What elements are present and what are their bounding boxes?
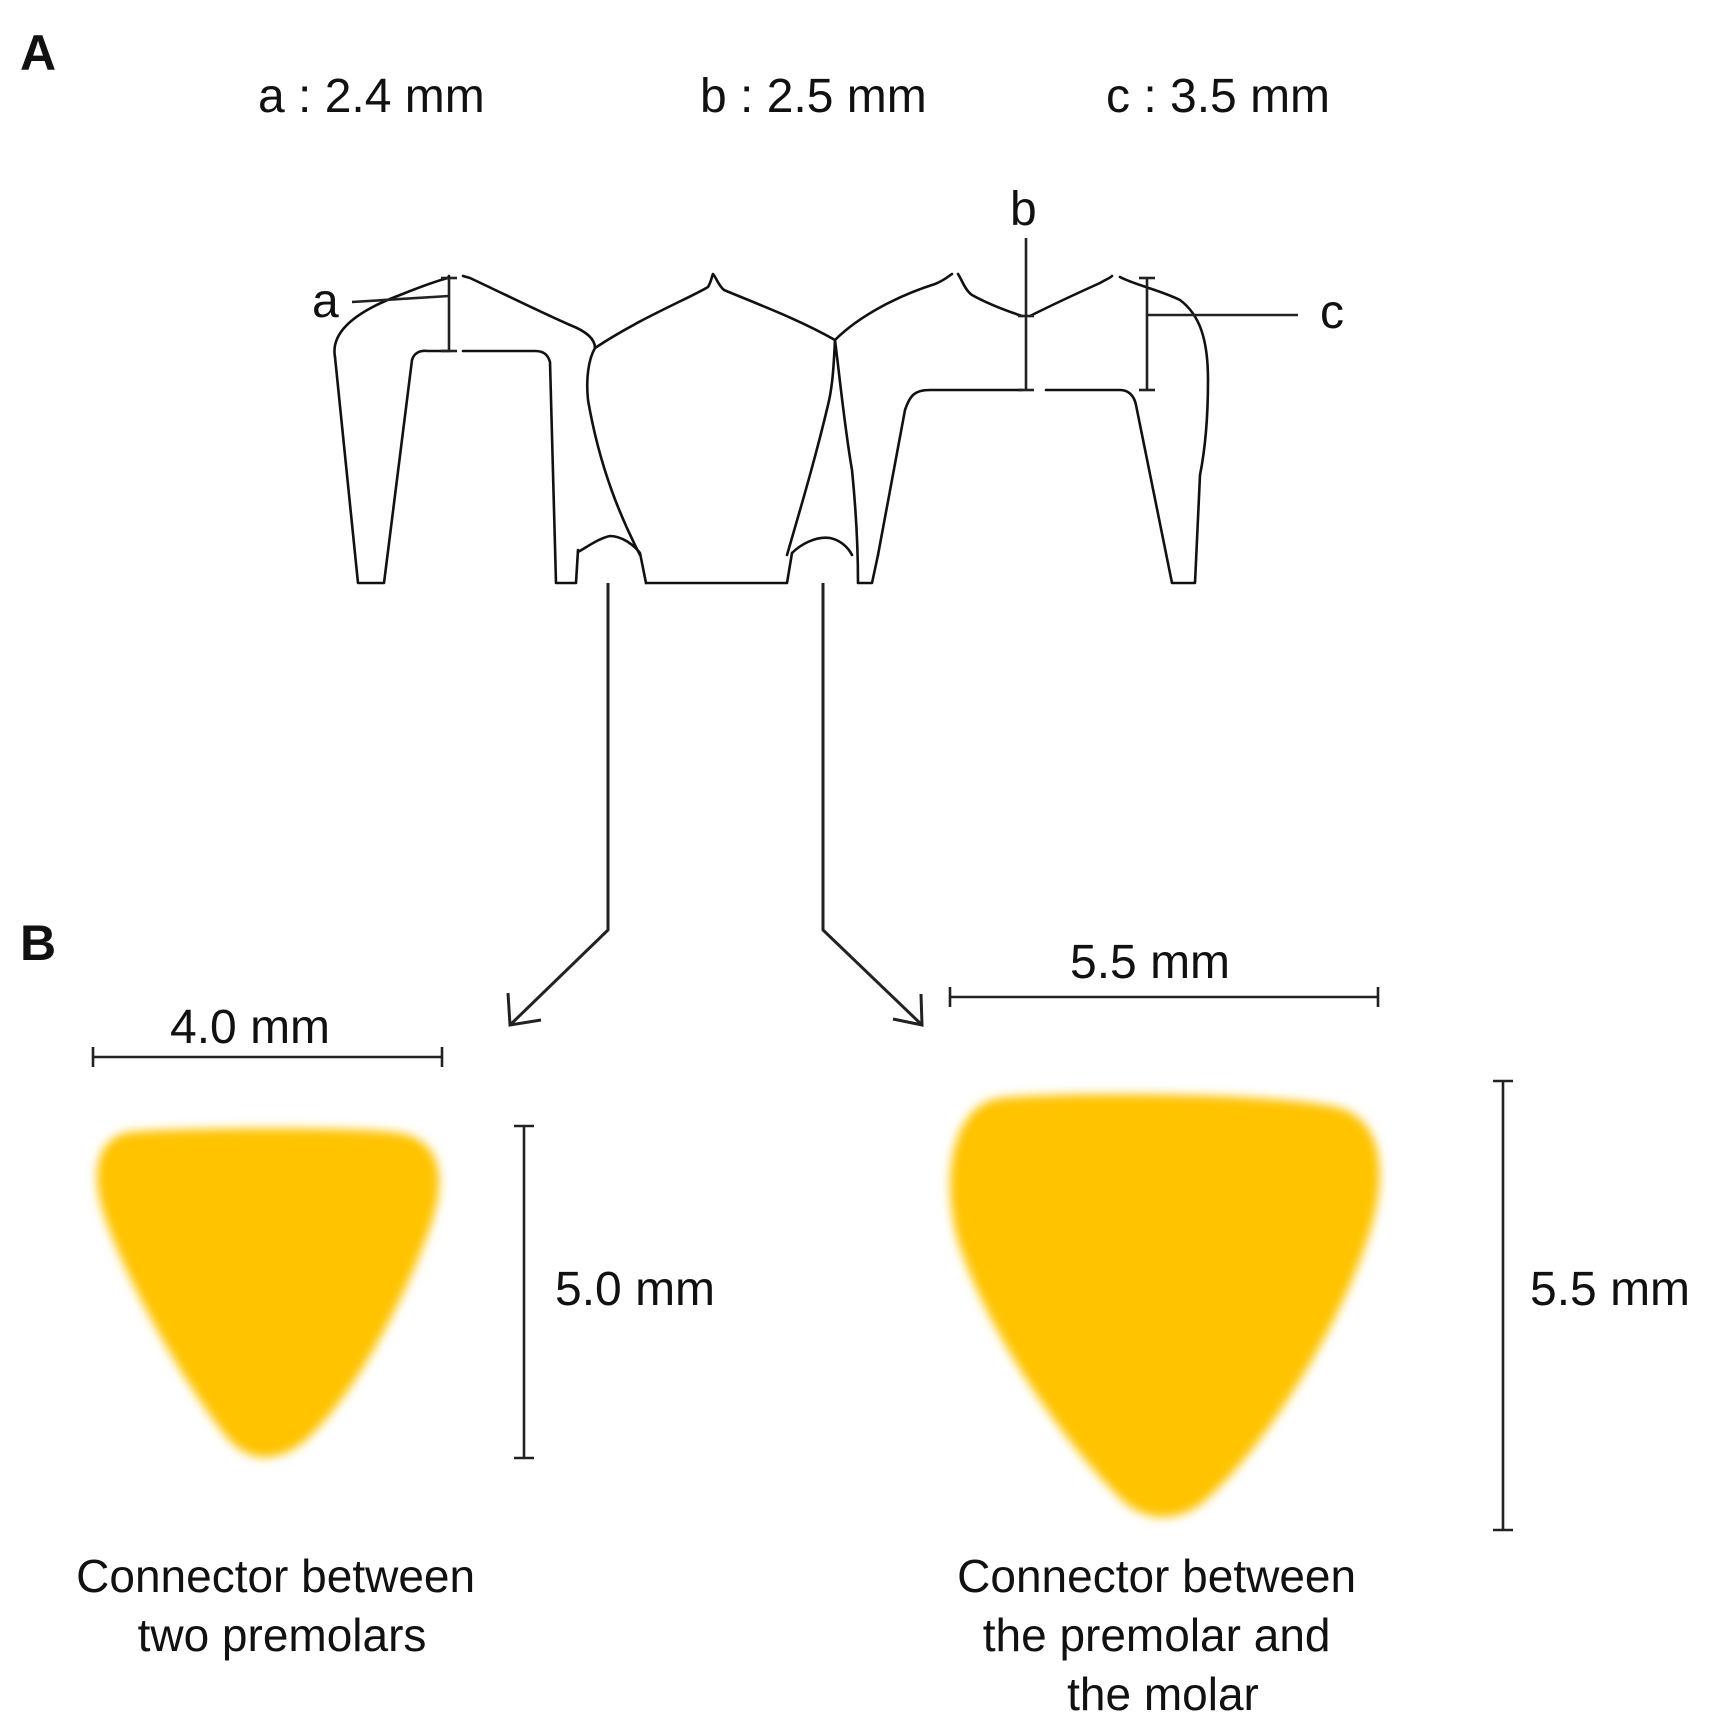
marker-c: c xyxy=(1320,286,1344,339)
connector-shape-premolar-molar xyxy=(950,1094,1380,1518)
arrow-right xyxy=(821,583,924,1027)
left-connector-outline xyxy=(576,346,648,585)
caption-premolar-molar-line-2: the premolar and xyxy=(983,1609,1331,1661)
caption-premolars-line-2: two premolars xyxy=(138,1609,427,1661)
panel-b-label: B xyxy=(20,915,56,971)
caption-premolar-molar-line-3: the molar xyxy=(1067,1668,1259,1720)
right-coping xyxy=(876,388,1202,585)
left-premolar-crown xyxy=(333,274,597,359)
marker-a: a xyxy=(312,275,339,328)
width-label-premolars: 4.0 mm xyxy=(170,1001,330,1054)
measurement-a: a : 2.4 mm xyxy=(258,70,485,123)
caption-premolars-line-1: Connector between xyxy=(76,1550,475,1602)
marker-b: b xyxy=(1010,183,1037,236)
caption-premolar-molar: Connector between the premolar and the m… xyxy=(957,1550,1369,1720)
arrow-left xyxy=(506,583,610,1027)
connector-premolar-molar: 5.5 mm 5.5 mm Connector between the prem… xyxy=(948,936,1690,1720)
panel-a-label: A xyxy=(20,25,56,81)
height-label-premolar-molar: 5.5 mm xyxy=(1530,1263,1690,1316)
caption-premolars: Connector between two premolars xyxy=(76,1550,488,1661)
measurement-c: c : 3.5 mm xyxy=(1106,70,1330,123)
dimension-marker-b: b xyxy=(1010,183,1037,392)
connector-shape-premolars xyxy=(97,1128,440,1458)
dimension-marker-a: a xyxy=(312,275,457,353)
caption-premolar-molar-line-1: Connector between xyxy=(957,1550,1356,1602)
bridge-outline xyxy=(333,272,1210,585)
width-label-premolar-molar: 5.5 mm xyxy=(1070,936,1230,989)
right-connector-outline xyxy=(785,338,880,585)
molar-crown xyxy=(833,272,1210,477)
measurement-b: b : 2.5 mm xyxy=(700,70,927,123)
connector-premolars: 4.0 mm 5.0 mm Connector between two prem… xyxy=(76,1001,715,1661)
dimension-marker-c: c xyxy=(1139,276,1344,392)
height-label-premolars: 5.0 mm xyxy=(555,1263,715,1316)
left-coping xyxy=(333,349,580,585)
pontic-outline xyxy=(593,272,837,585)
